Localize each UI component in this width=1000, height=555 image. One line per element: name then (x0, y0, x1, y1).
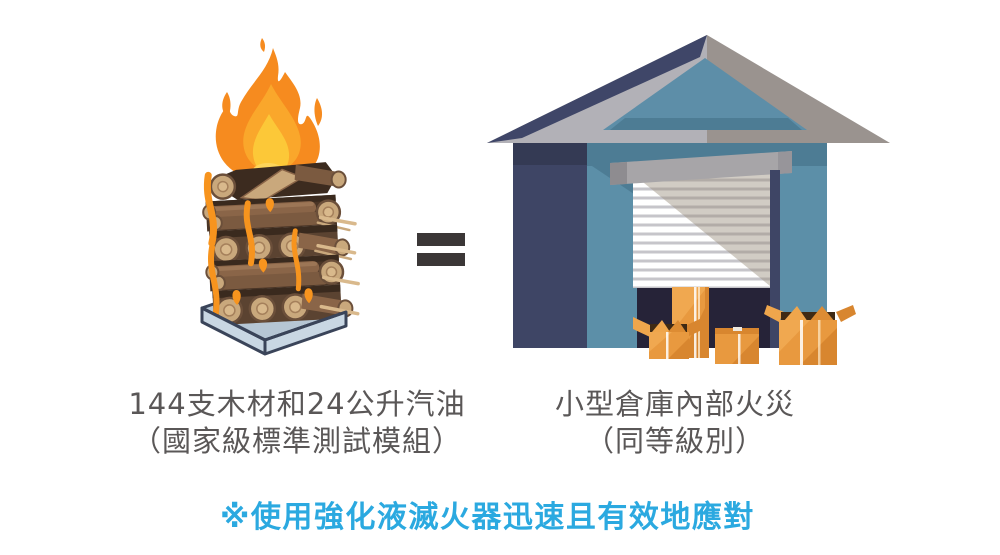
small-box (715, 327, 759, 364)
open-box-right (764, 305, 856, 365)
right-caption-line2: （同等級別） (584, 424, 765, 458)
fire-tray (200, 306, 348, 356)
open-box-left (633, 317, 704, 359)
warehouse-illustration (487, 35, 890, 365)
door-lintel (610, 151, 792, 185)
flame-drops (232, 198, 313, 306)
wood-stack (202, 162, 360, 326)
warehouse-roof (487, 35, 890, 143)
equals-bar-bottom (417, 253, 465, 266)
flame-licks (203, 171, 302, 319)
equals-bar-top (417, 233, 465, 246)
footnote: ※使用強化液滅火器迅速且有效地應對 (220, 500, 755, 535)
door-frame-strip (770, 170, 780, 348)
cardboard-boxes (633, 287, 856, 365)
left-caption: 144支木材和24公升汽油 （國家級標準測試模組） (97, 386, 497, 460)
wood-fire-illustration (200, 38, 360, 356)
right-caption-line1: 小型倉庫內部火災 (554, 387, 795, 421)
right-caption: 小型倉庫內部火災 （同等級別） (475, 386, 875, 460)
left-caption-line1: 144支木材和24公升汽油 (128, 387, 466, 421)
left-caption-line2: （國家級標準測試模組） (131, 424, 462, 458)
flame-icon (215, 38, 323, 184)
equals-sign (417, 233, 465, 266)
roller-shutter-door (633, 170, 770, 288)
